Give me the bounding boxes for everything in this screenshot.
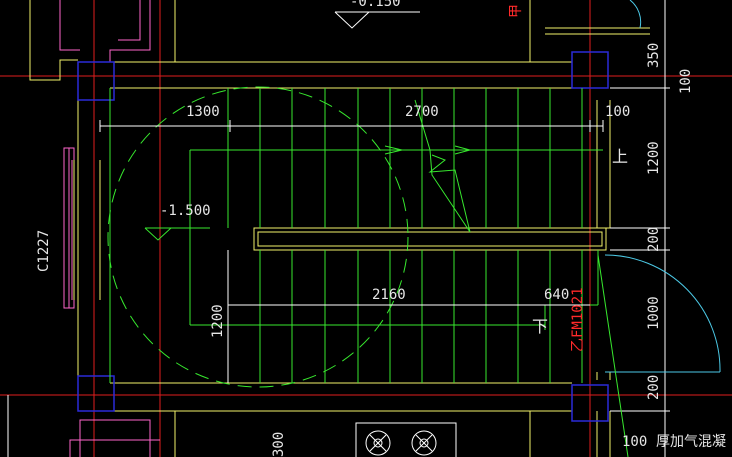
wall-top-room — [174, 0, 531, 63]
column-top-right — [571, 51, 609, 89]
leader-line — [597, 254, 629, 457]
door-swing-arc — [604, 254, 721, 373]
pink-outline — [59, 0, 160, 457]
rotated-labels: C1227 1200 350 100 1200 200 1000 200 300 — [36, 43, 694, 457]
column-top-left — [77, 61, 115, 101]
dim-right-200-a: 200 — [646, 227, 662, 252]
fan-icon — [365, 430, 391, 456]
red-labels: 乙FM1021 甲 — [508, 4, 586, 352]
stair-handrail-inner — [257, 231, 603, 247]
up-arrow-head — [454, 145, 472, 155]
dim-right-1000: 1000 — [646, 296, 662, 330]
bottom-100-label: 100 — [622, 434, 647, 450]
window-c1227 — [63, 147, 75, 309]
outline-segment — [69, 439, 160, 457]
turning-circle — [107, 86, 409, 388]
column-bottom-right — [571, 384, 609, 422]
dim-top-2700: 2700 — [405, 104, 439, 120]
dim-right-100: 100 — [678, 69, 694, 94]
landing-elevation-label: -1.500 — [160, 203, 211, 219]
door-fm1021 — [604, 0, 721, 373]
bottom-300-label: 300 — [271, 432, 287, 457]
dim-right-200-b: 200 — [646, 375, 662, 400]
fan-icon — [411, 430, 437, 456]
red-top-label: 甲 — [508, 4, 524, 18]
dim-right-1200: 1200 — [646, 141, 662, 175]
break-line — [414, 99, 471, 233]
dim-left-1200: 1200 — [210, 304, 226, 338]
break-line — [428, 154, 471, 233]
columns — [77, 51, 609, 422]
up-arrow-label: 上 — [612, 147, 628, 166]
elevation-marker — [334, 11, 370, 29]
door-swing-arc-top — [629, 0, 642, 29]
outline-segment — [59, 0, 80, 51]
bottom-note-label: 厚加气混凝 — [656, 434, 726, 450]
top-elevation-marker — [334, 11, 420, 29]
top-elevation-label: -0.150 — [350, 0, 401, 10]
dim-top-100: 100 — [605, 104, 630, 120]
outline-segment — [118, 0, 141, 41]
walls — [29, 0, 650, 457]
stair-handrail — [253, 227, 607, 251]
down-arrow-label: 下 — [532, 317, 548, 336]
outline-segment — [109, 0, 151, 62]
outline-segment — [79, 419, 151, 457]
stair-frame — [109, 88, 603, 383]
equipment-box — [355, 422, 457, 457]
wall-left-extra — [73, 160, 101, 300]
dim-flight-2160: 2160 — [372, 287, 406, 303]
labels: -0.150 -1.500 1300 2700 100 2160 640 上 下… — [160, 0, 726, 450]
dim-flight-640: 640 — [544, 287, 569, 303]
column-bottom-left — [77, 375, 115, 412]
window-tag-label: C1227 — [36, 230, 52, 272]
door-tag-label: 乙FM1021 — [570, 287, 586, 352]
stair-treads — [227, 88, 583, 383]
dim-top-1300: 1300 — [186, 104, 220, 120]
wall-segment — [29, 0, 78, 81]
elevation-marker — [144, 227, 172, 241]
up-arrow-head — [384, 145, 403, 155]
dim-right-350: 350 — [646, 43, 662, 68]
